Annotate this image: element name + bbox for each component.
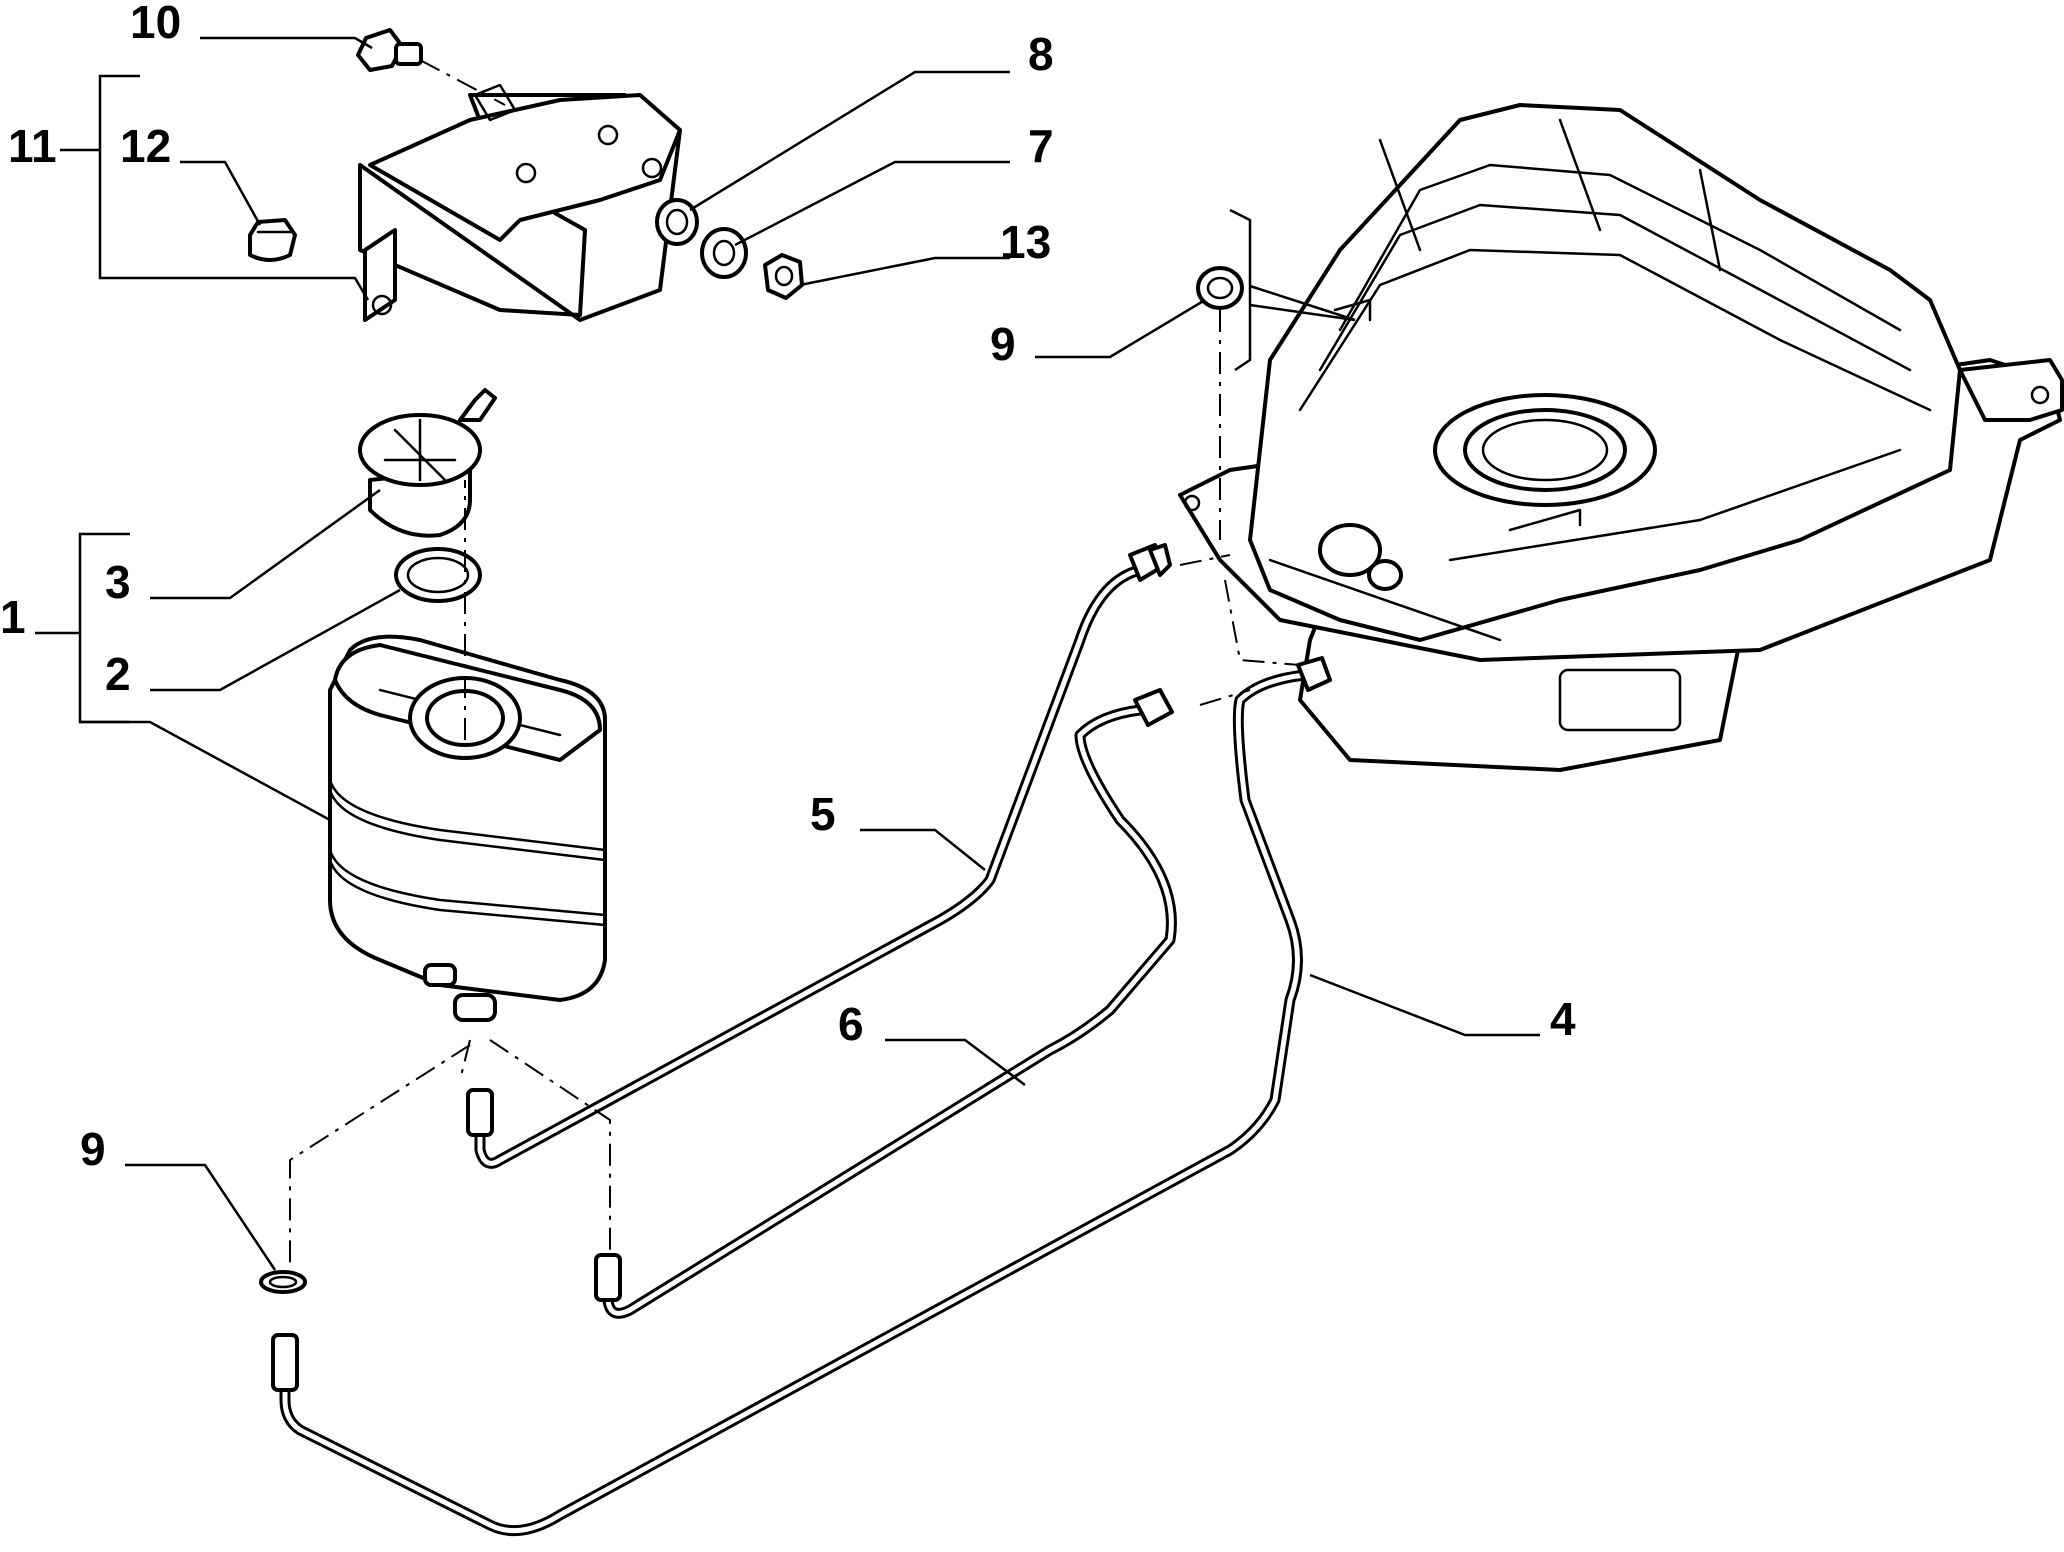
callout-12: 12	[120, 120, 171, 172]
canister-cap	[358, 388, 497, 538]
callout-13: 13	[1000, 216, 1051, 268]
canister-bracket	[358, 83, 682, 322]
pipe-6	[594, 688, 1177, 1319]
bolt	[356, 28, 423, 72]
callout-11: 11	[8, 120, 57, 172]
assembly-centre-lines	[289, 59, 1301, 1270]
callout-labels: 10 11 12 8 7 13 9 3 1 2 5 6 4 9	[0, 0, 1576, 1175]
callout-6: 6	[838, 998, 864, 1050]
callout-8: 8	[1028, 28, 1054, 80]
nut-13	[763, 253, 804, 300]
leader-lines	[35, 36, 1540, 1271]
pipe-4	[271, 656, 1332, 1537]
pipe-5	[466, 543, 1172, 1169]
washer-8	[655, 198, 699, 246]
carbon-canister	[328, 634, 607, 1022]
hose-clamp-upper	[1196, 266, 1244, 310]
callout-9-lower: 9	[80, 1123, 106, 1175]
hose-clamp-lower	[259, 1270, 307, 1294]
callout-7: 7	[1028, 120, 1054, 172]
callout-3: 3	[105, 556, 131, 608]
fuel-tank	[1178, 103, 2064, 772]
canister-seal	[394, 547, 482, 603]
clip-nut	[248, 218, 297, 262]
callout-9-upper: 9	[990, 318, 1016, 370]
callout-2: 2	[105, 648, 131, 700]
callout-10: 10	[130, 0, 181, 48]
callout-4: 4	[1550, 993, 1576, 1045]
callout-1: 1	[0, 591, 26, 643]
callout-5: 5	[810, 788, 836, 840]
washer-7	[700, 227, 748, 279]
